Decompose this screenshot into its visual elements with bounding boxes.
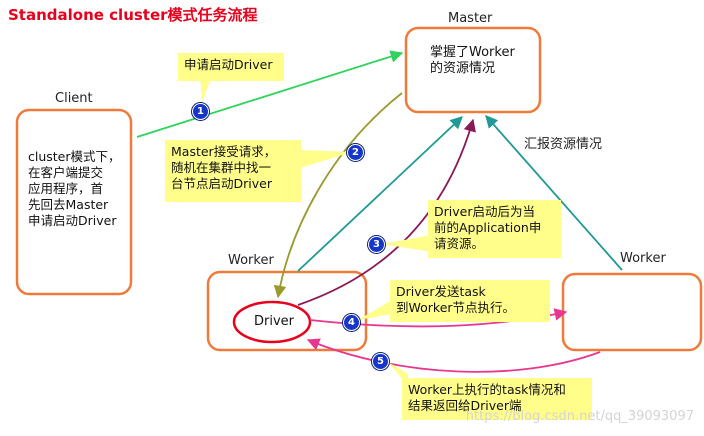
note-2-pointer <box>300 150 352 168</box>
client-description-line: cluster模式下， <box>28 149 121 164</box>
client-description-line: 在客户端提交 <box>28 165 104 180</box>
note-3: Driver启动后为当 前的Application申 请资源。 <box>428 200 561 258</box>
note-1-pointer <box>200 75 212 103</box>
arrow-worker-right-report <box>485 115 623 271</box>
driver-label: Driver <box>254 314 295 329</box>
worker-right-label: Worker <box>620 251 666 266</box>
note-4: Driver发送task 到Worker节点执行。 <box>390 280 550 322</box>
step-badge-2: 2 <box>347 144 364 161</box>
worker-right-box <box>561 272 703 352</box>
watermark: https://blog.csdn.net/qq_39093097 <box>465 409 694 424</box>
note-5-line: 结果返回给Driver端 <box>408 398 522 413</box>
note-2: Master接受请求， 随机在集群中找一 台节点启动Driver <box>165 140 301 202</box>
client-description-line: 申请启动Driver <box>28 213 117 228</box>
note-4-pointer <box>358 300 392 320</box>
report-resources-label: 汇报资源情况 <box>524 137 603 152</box>
note-4-line: Driver发送task <box>396 284 486 299</box>
client-label: Client <box>55 91 93 106</box>
client-description-line: 先回去Master <box>28 197 109 212</box>
note-1-line: 申请启动Driver <box>184 57 273 72</box>
note-4-line: 到Worker节点执行。 <box>396 300 516 315</box>
note-3-pointer <box>382 235 432 252</box>
note-2-line: Master接受请求， <box>171 144 277 159</box>
step-badge-4: 4 <box>343 314 360 331</box>
arrow-worker-left-report <box>297 116 463 272</box>
client-box <box>15 108 133 296</box>
note-3-line: 请资源。 <box>434 236 485 251</box>
client-description: cluster模式下， 在客户端提交 应用程序，首 先回去Master 申请启动… <box>28 149 121 229</box>
note-3-line: Driver启动后为当 <box>434 204 535 219</box>
note-5: Worker上执行的task情况和 结果返回给Driver端 <box>402 378 592 420</box>
worker-left-label: Worker <box>228 253 274 268</box>
note-1: 申请启动Driver <box>178 53 284 81</box>
master-description: 掌握了Worker 的资源情况 <box>430 45 515 77</box>
master-description-line: 的资源情况 <box>430 61 496 76</box>
note-2-line: 台节点启动Driver <box>171 176 272 191</box>
step-badge-3: 3 <box>368 236 385 253</box>
step-badge-1: 1 <box>192 103 209 120</box>
arrow-master-to-driver <box>273 92 403 299</box>
arrow-client-to-master <box>136 50 404 138</box>
note-2-line: 随机在集群中找一 <box>171 160 272 175</box>
client-description-line: 应用程序，首 <box>28 181 104 196</box>
note-5-line: Worker上执行的task情况和 <box>408 382 566 397</box>
diagram-title: Standalone cluster模式任务流程 <box>8 6 258 24</box>
driver-ellipse <box>232 300 312 344</box>
arrow-worker-to-driver <box>306 338 601 373</box>
note-3-line: 前的Application申 <box>434 220 542 235</box>
master-label: Master <box>448 11 493 26</box>
master-box <box>404 26 542 114</box>
step-badge-5: 5 <box>372 353 389 370</box>
arrow-driver-to-master <box>297 118 476 306</box>
master-description-line: 掌握了Worker <box>430 45 515 60</box>
